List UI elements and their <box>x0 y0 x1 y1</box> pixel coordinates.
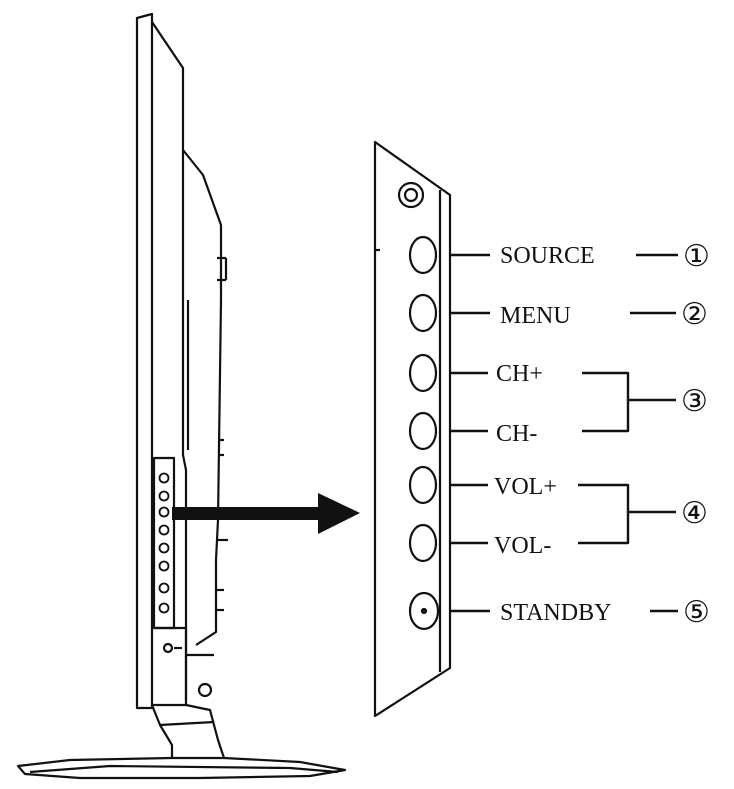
vol-plus-button <box>408 465 438 505</box>
label-standby: STANDBY <box>500 600 611 626</box>
tv-side-view <box>16 12 347 780</box>
callout-5: ⑤ <box>683 596 710 629</box>
callout-2: ② <box>681 298 708 331</box>
label-vol-minus: VOL- <box>494 533 551 559</box>
callout-numbers: ① ② ③ ④ ⑤ <box>681 240 710 629</box>
label-source: SOURCE <box>500 243 595 269</box>
label-menu: MENU <box>500 303 571 329</box>
label-ch-minus: CH- <box>496 421 537 447</box>
tv-rear-hump <box>182 149 223 646</box>
headphone-jack-icon <box>397 181 425 209</box>
control-labels: SOURCE MENU CH+ CH- VOL+ VOL- STANDBY <box>494 243 611 626</box>
leader-lines <box>450 253 678 613</box>
tv-front-bezel <box>135 12 154 710</box>
callout-1: ① <box>683 240 710 273</box>
panel-outline <box>373 140 452 718</box>
ch-minus-button <box>408 411 438 451</box>
tv-body-outline <box>151 21 188 707</box>
tv-side-buttons <box>158 472 170 614</box>
tv-stand-neck <box>150 704 174 758</box>
ch-plus-button <box>408 353 438 393</box>
label-ch-plus: CH+ <box>496 361 543 387</box>
callout-4: ④ <box>681 497 708 530</box>
menu-button <box>408 293 438 333</box>
zoom-arrow <box>172 493 360 534</box>
standby-button <box>408 591 440 631</box>
label-vol-plus: VOL+ <box>494 474 557 500</box>
enlarged-control-panel <box>373 140 678 718</box>
source-button <box>408 235 438 275</box>
callout-3: ③ <box>681 385 708 418</box>
tv-stand-base <box>16 756 347 780</box>
vol-minus-button <box>408 523 438 563</box>
